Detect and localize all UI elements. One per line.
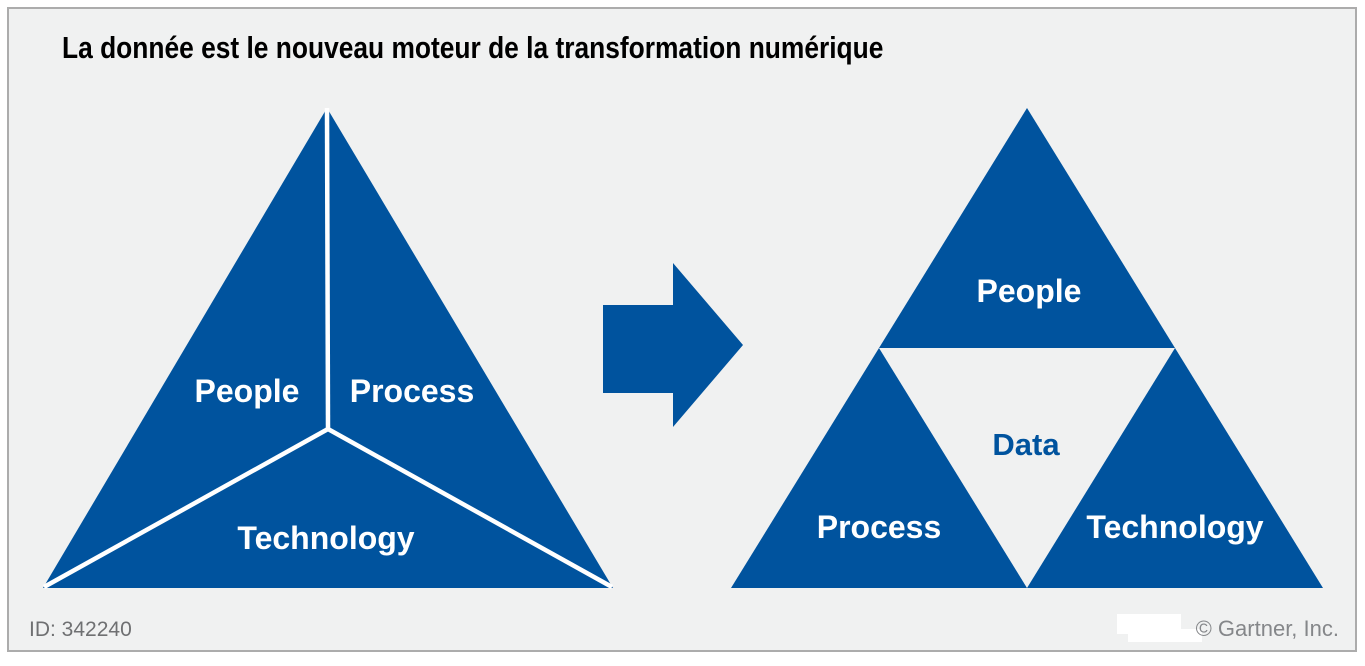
- erased-logo-patch-2: [1128, 629, 1202, 642]
- left-process-label: Process: [350, 373, 475, 409]
- right-triangle-group: People Data Process Technology: [731, 108, 1323, 588]
- data-center-triangle: [879, 348, 1175, 588]
- left-triangle-divider-right: [326, 427, 614, 589]
- left-people-label: People: [195, 373, 300, 409]
- left-triangle-divider-vertical: [324, 107, 331, 430]
- right-arrow-icon: [603, 263, 743, 427]
- left-triangle-group: People Process Technology: [42, 107, 614, 589]
- right-process-label: Process: [817, 509, 942, 545]
- right-technology-label: Technology: [1086, 509, 1263, 545]
- right-data-label: Data: [992, 427, 1060, 462]
- left-triangle-divider-left: [42, 427, 330, 589]
- transform-arrow-group: [603, 263, 743, 427]
- left-technology-label: Technology: [237, 520, 414, 556]
- copyright-attribution: © Gartner, Inc.: [1195, 616, 1339, 641]
- figure-id-label: ID: 342240: [29, 618, 132, 641]
- right-people-label: People: [977, 273, 1082, 309]
- page-title: La donnée est le nouveau moteur de la tr…: [62, 30, 884, 65]
